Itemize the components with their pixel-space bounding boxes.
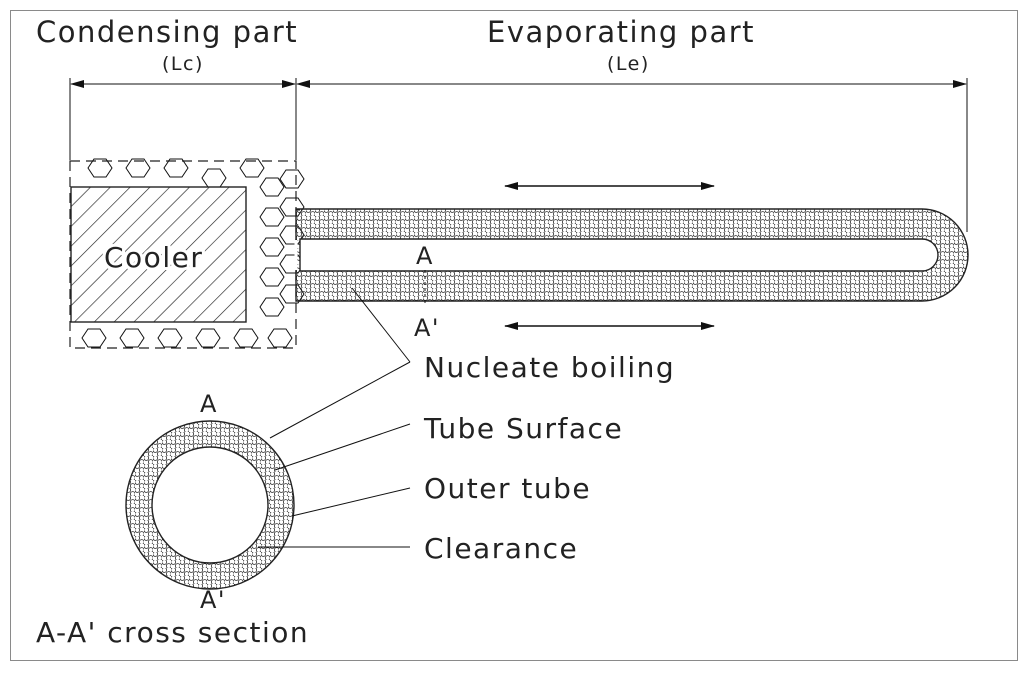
cross-section-title: A-A' cross section — [36, 616, 309, 649]
diagram-frame — [10, 10, 1018, 661]
cross-section-mark-a-prime: A' — [200, 586, 226, 614]
cross-section-mark-a: A — [200, 390, 218, 418]
cross-section: A A' A-A' cross section — [36, 390, 309, 649]
evaporating-symbol-label: (Le) — [607, 53, 650, 75]
evaporating-part-label: Evaporating part — [487, 15, 755, 49]
cooler-block — [70, 186, 247, 323]
condensing-part-label: Condensing part — [36, 15, 298, 49]
condensing-symbol-label: (Lc) — [162, 53, 204, 75]
cooler-label: Cooler — [104, 241, 203, 274]
nucleate-boiling-label: Nucleate boiling — [424, 351, 675, 384]
tube-surface-label: Tube Surface — [423, 412, 623, 445]
outer-tube-leader — [291, 487, 411, 517]
tube-surface-leader — [274, 423, 411, 471]
nucleate-boiling-leader-lower — [269, 361, 411, 439]
condensing-block: Cooler — [69, 158, 305, 349]
clearance-label: Clearance — [424, 532, 578, 565]
section-mark-a: A — [416, 242, 434, 270]
evaporator-tube — [294, 208, 969, 302]
tube-surface-circle — [151, 446, 269, 564]
outer-tube-label: Outer tube — [424, 472, 591, 505]
leader-lines — [258, 287, 411, 548]
nucleate-boiling-leader-upper — [351, 287, 411, 363]
section-mark-a-prime: A' — [414, 314, 440, 342]
flow-arrows — [504, 182, 715, 330]
dimension-lines — [69, 78, 968, 232]
